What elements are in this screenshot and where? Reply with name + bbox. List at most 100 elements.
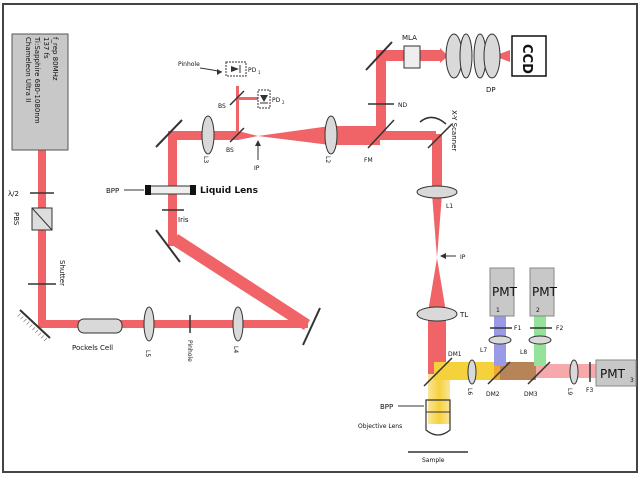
- dm3-label: DM3: [524, 391, 538, 398]
- liquid-lens-label: Liquid Lens: [200, 186, 258, 196]
- l5-label: L5: [144, 350, 151, 357]
- beam-expand-l2: [258, 126, 330, 145]
- pd1-label: PD: [248, 67, 257, 74]
- beam-pmt3: [536, 364, 596, 378]
- beam-tl-dm1: [428, 312, 446, 374]
- l8-label: L8: [520, 349, 527, 356]
- ip-bottom-label: IP: [460, 254, 466, 261]
- diagram-border: [2, 3, 638, 473]
- laser-source: Chameleon Ultra II Ti:Sapphire 680-1080n…: [11, 33, 69, 151]
- bs-upper-label: BS: [218, 103, 226, 110]
- laser-line-2: Ti:Sapphire 680-1080nm: [33, 36, 41, 124]
- dp-label: DP: [486, 86, 496, 94]
- lens-l9: [569, 359, 579, 385]
- ip-top-label: IP: [254, 165, 260, 172]
- beam-laser-down: [38, 150, 46, 322]
- pockels-cell: [77, 318, 123, 334]
- dichroic-dm1: [423, 357, 453, 387]
- nd-label: ND: [398, 102, 407, 109]
- lens-l2: [324, 115, 338, 155]
- pmt-3: [595, 359, 637, 387]
- iris-label: Iris: [178, 216, 189, 224]
- pmt1-label: PMT: [492, 285, 518, 299]
- bs-lower-label: BS: [226, 147, 234, 154]
- fm-label: FM: [364, 157, 373, 164]
- beam-fm-scanner: [380, 131, 436, 140]
- pd2-sub: 2: [282, 100, 285, 105]
- dichroic-dm3: [527, 361, 551, 385]
- laser-line-1: Chameleon Ultra II: [24, 37, 32, 102]
- beam-pd2: [236, 97, 258, 100]
- bpp-top-label: BPP: [106, 187, 119, 195]
- beam-diagonal: [172, 234, 310, 330]
- micro-lens-array: [403, 45, 421, 69]
- ccd-label: CCD: [519, 44, 534, 74]
- lens-l4: [232, 306, 244, 342]
- laser-line-4: f_rep 80MHz: [51, 37, 59, 81]
- lens-l1: [416, 185, 458, 199]
- beam-splitter-2: [229, 90, 245, 106]
- beam-pickoff: [236, 86, 239, 134]
- lens-l6: [467, 359, 477, 385]
- pmt2-sub: 2: [536, 307, 540, 314]
- doublet-pair: [445, 33, 501, 79]
- dm1-label: DM1: [448, 351, 462, 358]
- l1-label: L1: [446, 203, 453, 210]
- beam-l2-fm: [330, 126, 380, 145]
- beam-mla-tip: [440, 48, 448, 63]
- lens-l8: [528, 335, 552, 345]
- mirror-top-left: [155, 119, 183, 148]
- pinhole-bottom-label: Pinhole: [186, 340, 193, 362]
- pmt-1: [489, 267, 515, 317]
- objective-label: Objective Lens: [358, 423, 402, 430]
- beam-orange: [494, 362, 500, 380]
- beam-bottom: [38, 320, 308, 328]
- photodiode-1: [225, 61, 247, 77]
- lens-l5: [143, 306, 155, 342]
- dm2-label: DM2: [486, 391, 500, 398]
- l9-label: L9: [566, 388, 573, 395]
- mirror-bottom-right: [302, 307, 321, 346]
- shutter-label: Shutter: [58, 260, 66, 286]
- pockels-label: Pockels Cell: [72, 344, 113, 352]
- beam-brown: [500, 362, 536, 380]
- tl-label: TL: [459, 311, 468, 319]
- l4-label: L4: [232, 346, 239, 353]
- mla-label: MLA: [402, 34, 417, 42]
- beam-scanner-down: [432, 134, 442, 194]
- pmt2-label: PMT: [532, 285, 558, 299]
- l7-label: L7: [480, 347, 487, 354]
- beam-splitter-1: [229, 127, 245, 143]
- pmt3-label: PMT: [600, 367, 626, 381]
- pd2-label: PD: [272, 97, 281, 104]
- liquid-lens: [145, 185, 195, 195]
- beam-objective: [428, 374, 450, 424]
- photodiode-2: [257, 89, 271, 109]
- lens-l3: [201, 115, 215, 155]
- pmt1-sub: 1: [496, 307, 500, 314]
- beam-fm-up: [376, 50, 386, 134]
- pmt-2: [529, 267, 555, 317]
- beam-expand-tl: [428, 258, 446, 312]
- l6-label: L6: [466, 388, 473, 395]
- laser-line-3: 137 fs: [42, 37, 50, 59]
- tube-lens: [416, 306, 458, 322]
- l2-label: L2: [324, 156, 331, 163]
- dichroic-dm2: [487, 361, 511, 385]
- objective-lens: [425, 399, 451, 436]
- flip-mirror: [367, 119, 395, 149]
- sample-label: Sample: [422, 457, 445, 464]
- scanner-label: X-Y Scanner: [450, 110, 458, 151]
- beam-focus-ip2: [432, 194, 442, 258]
- pbs-label: PBS: [12, 212, 20, 226]
- half-wave-label: λ/2: [8, 190, 19, 198]
- lens-l7: [488, 335, 512, 345]
- f1-label: F1: [514, 325, 521, 332]
- f2-label: F2: [556, 325, 563, 332]
- beam-focus-ip: [238, 131, 258, 140]
- xy-scanner: [419, 116, 447, 125]
- mirror-top-mla: [365, 41, 393, 71]
- pd1-sub: 1: [258, 70, 261, 75]
